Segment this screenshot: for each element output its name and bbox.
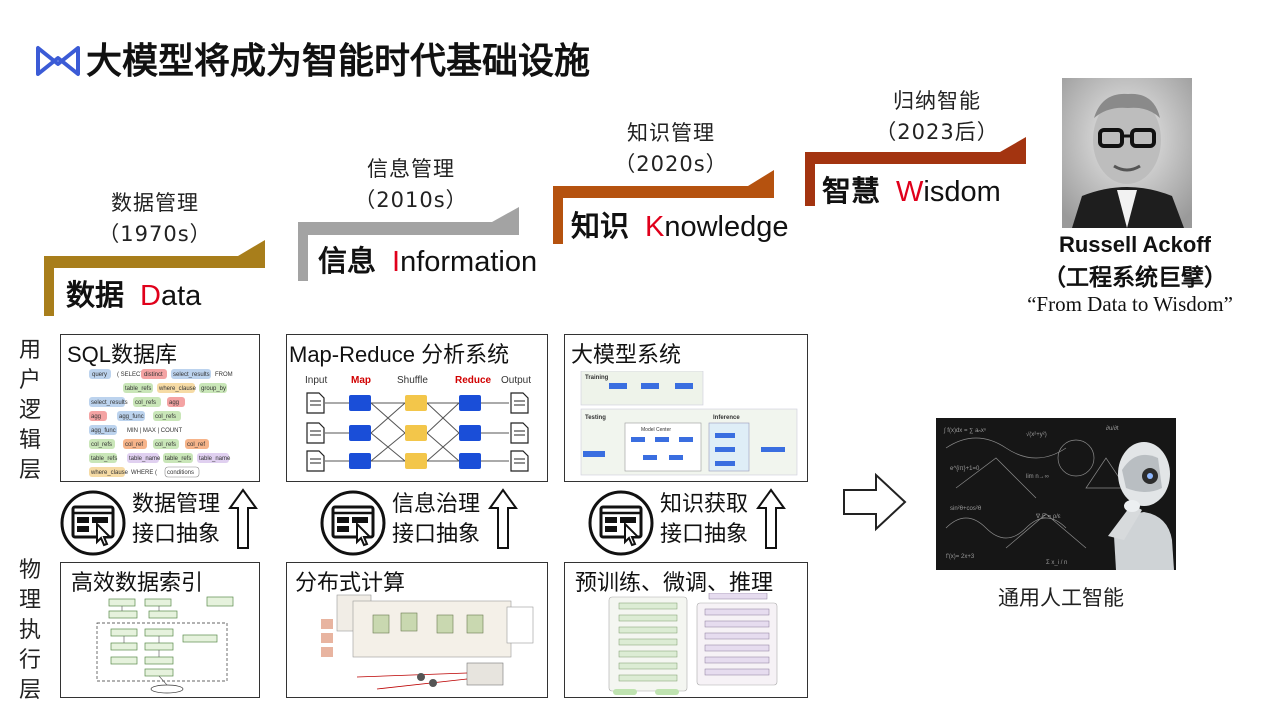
stage-caption-information: 信息管理（2010s） <box>354 157 468 212</box>
sql-chip: WHERE ( <box>131 470 157 476</box>
interface-row-data: 数据管理接口抽象 <box>60 488 260 556</box>
map-reduce-box: Map-Reduce 分析系统 Input Map Shuffle Reduce… <box>286 334 548 482</box>
sql-chip: query <box>92 372 107 378</box>
svg-text:f'(x)= 2x+3: f'(x)= 2x+3 <box>946 554 975 560</box>
agi-label: 通用人工智能 <box>998 586 1124 610</box>
svg-text:√(x²+y²): √(x²+y²) <box>1026 431 1047 438</box>
distributed-compute-box: 分布式计算 <box>286 562 548 698</box>
svg-text:e^{iπ}+1=0: e^{iπ}+1=0 <box>950 466 980 472</box>
interface-text: 信息治理接口抽象 <box>392 492 481 547</box>
gui-click-icon <box>320 490 386 556</box>
interface-row-information: 信息治理接口抽象 <box>320 488 520 556</box>
svg-text:Σ x_i / n: Σ x_i / n <box>1046 560 1067 566</box>
page-title: 大模型将成为智能时代基础设施 <box>86 41 591 82</box>
up-arrow-icon <box>756 488 786 549</box>
llm-label: Testing <box>585 415 606 421</box>
stage-caption-wisdom: 归纳智能（2023后） <box>875 89 999 144</box>
sql-chip: agg_func <box>91 428 116 434</box>
interface-text: 知识获取接口抽象 <box>660 492 749 547</box>
box-title: Map-Reduce 分析系统 <box>289 342 510 367</box>
index-diagram <box>96 596 234 694</box>
sql-chip: col_refs <box>135 400 156 406</box>
sql-chip: agg <box>169 400 179 406</box>
sql-chip: select_results <box>91 400 128 406</box>
mr-col-label: Output <box>501 375 531 386</box>
sql-chip: table_refs <box>165 456 191 462</box>
sql-chip: col_refs <box>91 442 112 448</box>
transformer-diagram <box>608 593 778 695</box>
mr-col-label: Input <box>305 375 327 386</box>
interface-text: 数据管理接口抽象 <box>132 492 221 547</box>
sql-chip: select_results <box>173 372 210 378</box>
physical-layer-label: 物理执行层 <box>18 558 41 703</box>
map-reduce-diagram: Input Map Shuffle Reduce Output <box>305 375 531 472</box>
agi-robot-image: ∫ f(x)dx = ∑ aₙxⁿ √(x²+y²) ∂u/∂t e^{iπ}+1=… <box>936 418 1176 570</box>
stage-caption-knowledge: 知识管理（2020s） <box>614 121 728 176</box>
svg-text:∇·E = ρ/ε: ∇·E = ρ/ε <box>1035 513 1061 520</box>
index-box: 高效数据索引 <box>60 562 260 698</box>
up-arrow-icon <box>488 488 518 549</box>
llm-label: Model Center <box>641 427 671 433</box>
sql-chip: group_by <box>201 386 226 392</box>
box-title: 高效数据索引 <box>71 571 204 596</box>
sql-chip: FROM <box>215 372 233 378</box>
ackoff-name: Russell Ackoff <box>1058 232 1211 257</box>
sql-chip: col_ref <box>125 442 143 448</box>
right-arrow-icon <box>843 472 907 532</box>
sql-chip: conditions <box>167 470 194 476</box>
sql-chip: where_clause <box>90 470 129 476</box>
up-arrow-icon <box>228 488 258 549</box>
sql-chip: where_clause <box>158 386 197 392</box>
sql-chip: col_refs <box>155 442 176 448</box>
svg-text:∫ f(x)dx = ∑ aₙxⁿ: ∫ f(x)dx = ∑ aₙxⁿ <box>943 427 986 434</box>
gui-click-icon <box>60 490 126 556</box>
logo-icon <box>36 46 80 76</box>
sql-grammar-diagram: query ( SELECT distinct select_results F… <box>89 369 233 478</box>
pretrain-box: 预训练、微调、推理 <box>564 562 808 698</box>
svg-text:sin²θ+cos²θ: sin²θ+cos²θ <box>950 506 982 512</box>
sql-chip: table_refs <box>91 456 117 462</box>
gui-click-icon <box>588 490 654 556</box>
ackoff-quote: “From Data to Wisdom” <box>1027 292 1233 316</box>
sql-chip: distinct <box>144 372 163 378</box>
sql-chip: table_name <box>199 456 231 462</box>
ackoff-role: （工程系统巨擘） <box>1043 265 1227 291</box>
llm-label: Inference <box>713 415 740 421</box>
distributed-diagram <box>321 594 534 690</box>
llm-system-box: 大模型系统 Training Testing Inference Model C… <box>564 334 808 482</box>
svg-text:∂u/∂t: ∂u/∂t <box>1106 425 1119 432</box>
box-title: SQL数据库 <box>67 342 178 367</box>
mr-col-label: Shuffle <box>397 375 428 386</box>
user-layer-label: 用户逻辑层 <box>18 338 41 483</box>
box-title: 预训练、微调、推理 <box>575 571 774 596</box>
mr-col-label: Map <box>351 375 371 386</box>
llm-label: Training <box>585 375 609 381</box>
svg-text:lim n→∞: lim n→∞ <box>1026 474 1049 480</box>
interface-row-knowledge: 知识获取接口抽象 <box>588 488 788 556</box>
sql-chip: ( SELECT <box>117 372 144 378</box>
box-title: 分布式计算 <box>295 571 406 596</box>
stage-caption-data: 数据管理（1970s） <box>98 191 212 246</box>
mr-col-label: Reduce <box>455 375 492 386</box>
sql-chip: agg <box>91 414 101 420</box>
llm-system-diagram: Training Testing Inference Model Center <box>580 371 798 476</box>
sql-chip: table_name <box>129 456 161 462</box>
sql-chip: col_refs <box>155 414 176 420</box>
sql-chip: table_refs <box>125 386 151 392</box>
staircase-graphic <box>44 137 1026 316</box>
sql-chip: MIN | MAX | COUNT <box>127 428 182 434</box>
sql-database-box: SQL数据库 query ( SELECT distinct select_re… <box>60 334 260 482</box>
ackoff-portrait <box>1062 78 1192 228</box>
sql-chip: agg_func <box>119 414 144 420</box>
box-title: 大模型系统 <box>571 343 682 368</box>
sql-chip: col_ref <box>187 442 205 448</box>
